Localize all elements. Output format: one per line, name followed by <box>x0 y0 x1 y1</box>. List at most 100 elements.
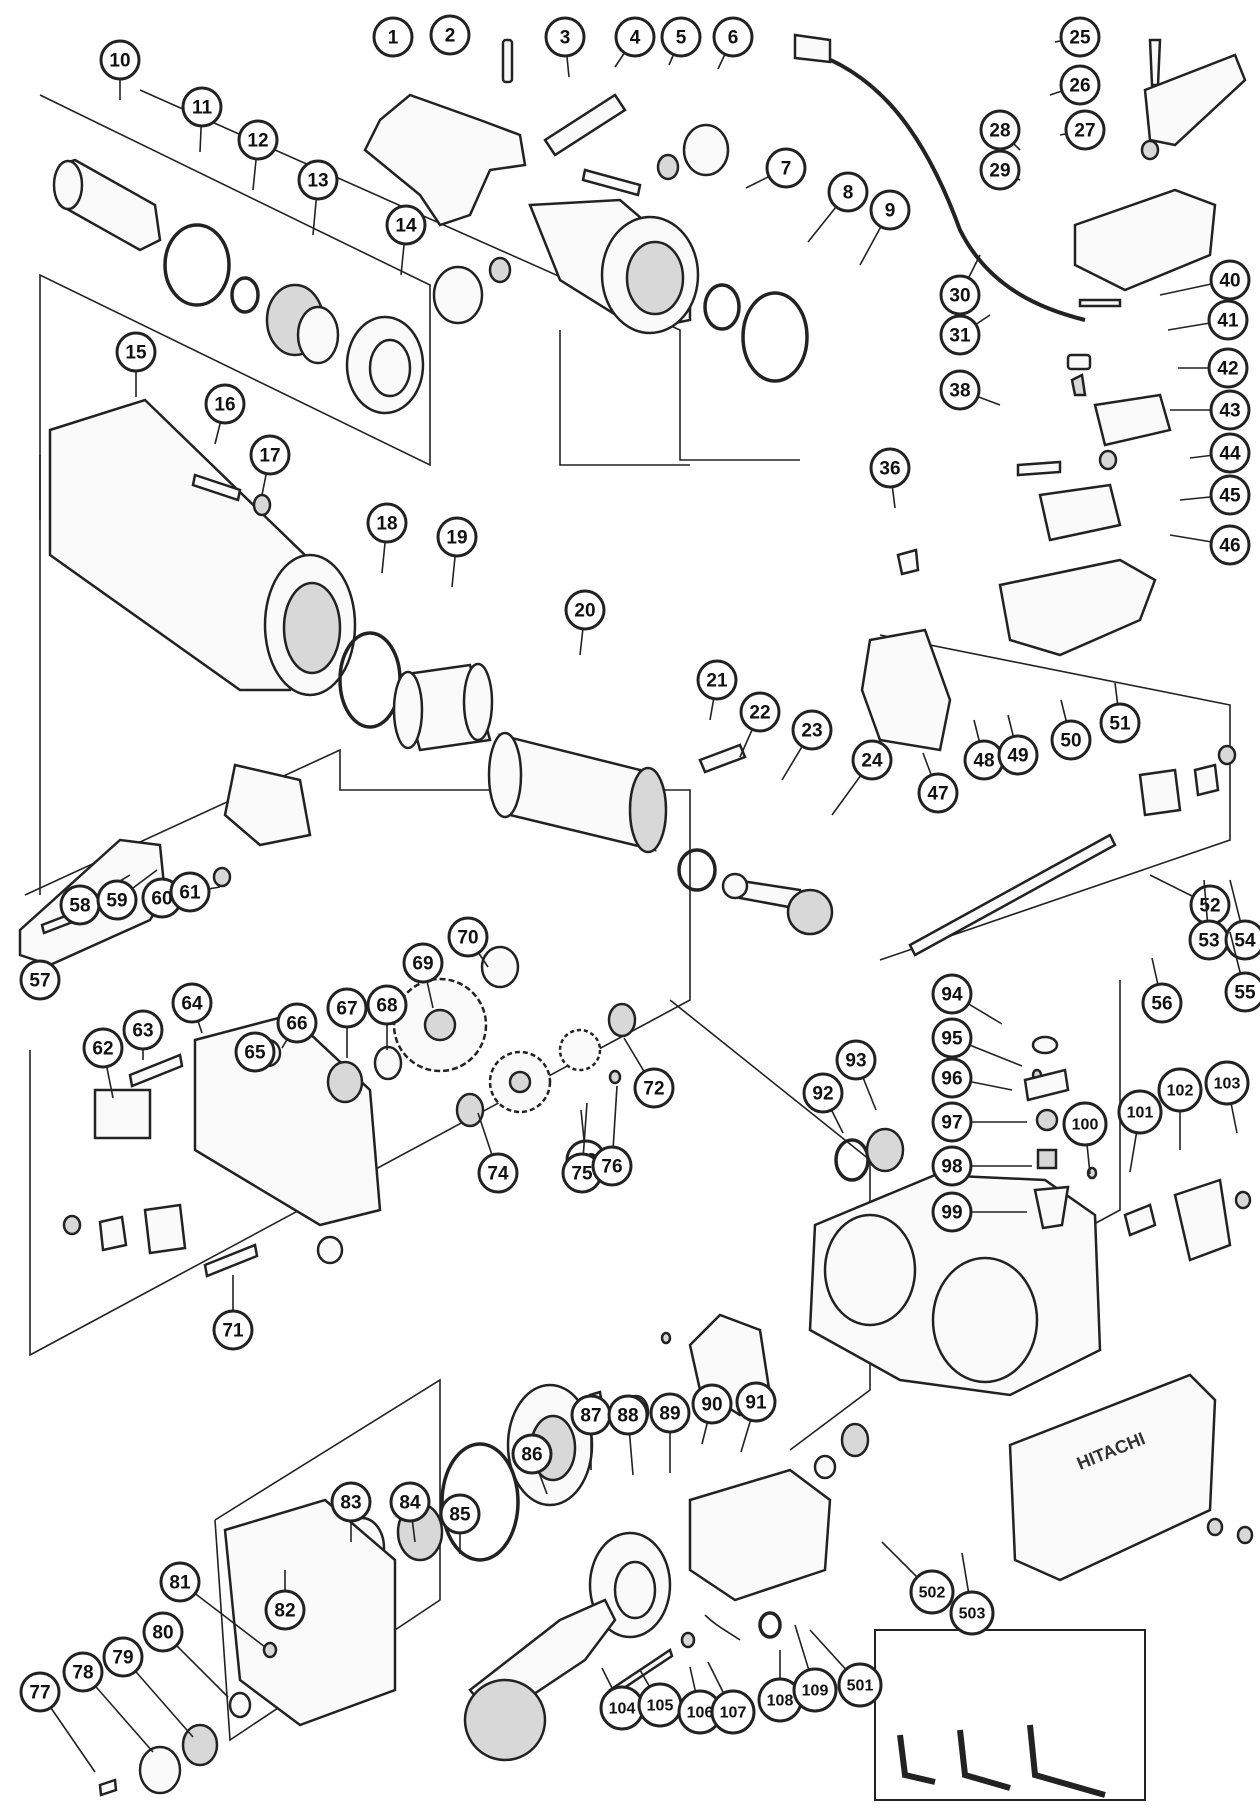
callout-number: 59 <box>106 891 127 912</box>
callout-circle <box>1062 1101 1108 1147</box>
callout-number: 46 <box>1219 536 1240 557</box>
callout-circle <box>917 772 959 814</box>
part-76 <box>223 1498 397 1727</box>
part-42 <box>1070 373 1087 397</box>
callout-88: 88 <box>607 1394 649 1476</box>
callout-number: 21 <box>706 671 728 692</box>
part-18 <box>338 631 402 729</box>
part-56 <box>223 763 312 847</box>
callout-21: 21 <box>696 659 738 721</box>
callout-circle <box>997 734 1039 776</box>
callout-number: 24 <box>861 751 883 772</box>
part-9 <box>741 291 809 383</box>
part-19 <box>392 662 494 752</box>
callout-89: 89 <box>649 1392 691 1473</box>
callout-4: 4 <box>614 16 656 68</box>
callout-65: 65 <box>234 1031 276 1073</box>
callout-circle <box>1209 432 1251 474</box>
part-83 <box>660 1331 672 1345</box>
callout-circle <box>931 973 973 1015</box>
callout-circle <box>447 916 489 958</box>
callout-number: 91 <box>745 1393 767 1414</box>
callout-number: 84 <box>399 1493 421 1514</box>
callout-107: 107 <box>707 1661 756 1735</box>
callout-circle <box>931 1017 973 1059</box>
callout-number: 56 <box>1151 994 1172 1015</box>
callout-circle <box>1157 1067 1203 1113</box>
callout-circle <box>791 709 833 751</box>
callout-number: 101 <box>1127 1105 1154 1122</box>
callout-circle <box>939 274 981 316</box>
callout-95: 95 <box>931 1017 1023 1067</box>
callout-69: 69 <box>402 942 444 1009</box>
callout-circle <box>949 1590 995 1636</box>
plug-icon <box>793 33 832 64</box>
callout-number: 31 <box>949 326 971 347</box>
callout-83: 83 <box>330 1481 372 1542</box>
callout-number: 93 <box>845 1051 866 1072</box>
callout-number: 18 <box>376 514 397 535</box>
callout-502: 502 <box>881 1541 955 1615</box>
callout-108: 108 <box>757 1650 803 1723</box>
callout-number: 60 <box>151 889 172 910</box>
callout-number: 88 <box>617 1406 638 1427</box>
callout-81: 81 <box>159 1561 266 1648</box>
callout-number: 83 <box>340 1493 361 1514</box>
callout-circle <box>169 871 211 913</box>
callout-circle <box>851 739 893 781</box>
callout-circle <box>385 204 427 246</box>
callout-number: 71 <box>222 1321 244 1342</box>
part-17 <box>252 493 272 517</box>
part-95 <box>1123 1203 1157 1237</box>
part-91 <box>1035 1108 1059 1132</box>
callout-26: 26 <box>1049 64 1101 106</box>
callout-circle <box>99 39 141 81</box>
callout-number: 100 <box>1072 1117 1099 1134</box>
callout-number: 49 <box>1007 746 1028 767</box>
callout-circle <box>96 879 138 921</box>
callout-circle <box>765 147 807 189</box>
callout-circle <box>909 1569 955 1615</box>
callout-circle <box>979 109 1021 151</box>
callout-number: 28 <box>989 121 1010 142</box>
callout-number: 55 <box>1234 983 1256 1004</box>
callout-24: 24 <box>831 739 893 816</box>
part-6b <box>432 265 484 325</box>
part-97 <box>1234 1190 1252 1210</box>
part-15 <box>48 398 357 697</box>
part-104 <box>758 1611 782 1639</box>
callout-number: 16 <box>214 395 235 416</box>
callout-number: 42 <box>1217 359 1238 380</box>
part-74 <box>228 1691 252 1719</box>
callout-number: 29 <box>989 161 1010 182</box>
part-90 <box>1023 1068 1070 1102</box>
callout-number: 4 <box>630 28 641 49</box>
callout-circle <box>1064 109 1106 151</box>
part-54a <box>1217 744 1237 766</box>
part-29 <box>1073 188 1217 292</box>
callout-circle <box>234 1031 276 1073</box>
callout-10: 10 <box>99 39 141 100</box>
callout-circle <box>869 189 911 231</box>
callout-50: 50 <box>1050 699 1092 761</box>
callout-circle <box>591 1145 633 1187</box>
callout-circle <box>696 659 738 701</box>
callout-circle <box>212 1309 254 1351</box>
callout-number: 108 <box>767 1693 794 1710</box>
callout-48: 48 <box>963 719 1005 781</box>
callout-number: 30 <box>949 286 970 307</box>
callout-circle <box>171 982 213 1024</box>
callout-number: 41 <box>1217 311 1239 332</box>
callout-circle <box>402 942 444 984</box>
callout-number: 36 <box>879 459 900 480</box>
callout-56: 56 <box>1141 957 1183 1024</box>
callout-103: 103 <box>1204 1060 1250 1134</box>
part-2 <box>501 38 514 84</box>
callout-number: 50 <box>1060 731 1081 752</box>
callout-47: 47 <box>917 752 959 814</box>
part-62 <box>326 1060 364 1104</box>
callout-circle <box>939 314 981 356</box>
callout-46: 46 <box>1169 524 1251 566</box>
callout-circle <box>931 1101 973 1143</box>
part-6a <box>682 123 730 177</box>
